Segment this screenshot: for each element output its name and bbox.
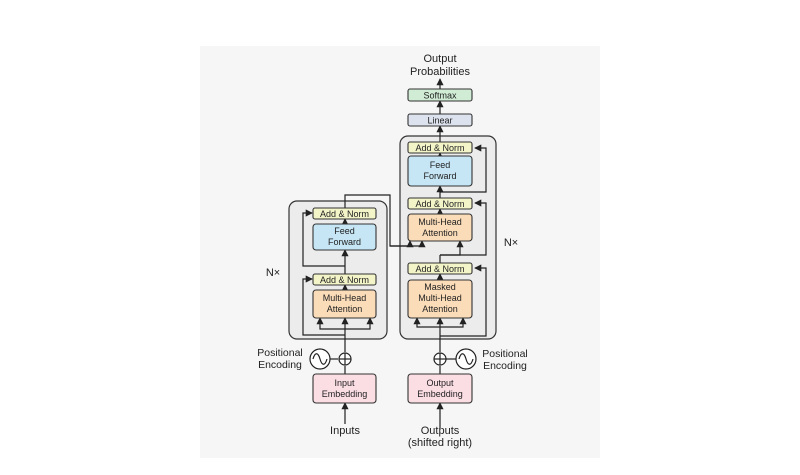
encoder-add-norm-1: Add & Norm	[312, 273, 377, 286]
encoder-positional-label: Positional	[257, 347, 303, 359]
svg-text:Add & Norm: Add & Norm	[415, 199, 464, 209]
svg-text:Multi-Head: Multi-Head	[323, 293, 367, 303]
output-probabilities-label-2: Probabilities	[410, 66, 470, 78]
svg-text:Embedding: Embedding	[322, 389, 368, 399]
svg-text:Masked: Masked	[424, 282, 456, 292]
decoder-adder	[433, 352, 447, 366]
decoder-positional-label: Positional	[482, 348, 528, 360]
softmax-box: Softmax	[407, 88, 473, 102]
input-embedding: Input Embedding	[312, 373, 377, 404]
svg-text:Output: Output	[426, 378, 454, 388]
svg-text:Attention: Attention	[422, 304, 458, 314]
output-probabilities-label: Output	[423, 53, 456, 65]
encoder-adder	[338, 352, 352, 366]
decoder-masked-multi-head-attention: Masked Multi-Head Attention	[407, 279, 473, 319]
svg-text:Multi-Head: Multi-Head	[418, 293, 462, 303]
decoder-add-norm-3: Add & Norm	[407, 141, 473, 154]
svg-text:Forward: Forward	[423, 171, 456, 181]
svg-text:Feed: Feed	[334, 226, 355, 236]
outputs-label: Outputs	[421, 425, 460, 437]
encoder-repeat-label: N×	[266, 267, 280, 279]
decoder-sine-icon	[446, 348, 477, 370]
svg-text:Linear: Linear	[427, 116, 452, 126]
decoder-repeat-label: N×	[504, 237, 518, 249]
encoder-multi-head-attention: Multi-Head Attention	[312, 289, 377, 319]
decoder-add-norm-2: Add & Norm	[407, 197, 473, 210]
svg-text:Attention: Attention	[327, 304, 363, 314]
svg-text:Multi-Head: Multi-Head	[418, 217, 462, 227]
svg-text:Attention: Attention	[422, 228, 458, 238]
decoder-multi-head-attention: Multi-Head Attention	[407, 213, 473, 242]
svg-text:Feed: Feed	[430, 160, 451, 170]
connections	[302, 78, 487, 428]
decoder-feed-forward: Feed Forward	[407, 155, 473, 187]
encoder-sine-icon	[309, 348, 338, 370]
encoder-add-norm-2: Add & Norm	[312, 207, 377, 220]
encoder-feed-forward: Feed Forward	[312, 223, 377, 251]
encoder-positional-label-2: Encoding	[258, 359, 302, 371]
svg-text:Add & Norm: Add & Norm	[320, 275, 369, 285]
svg-text:Softmax: Softmax	[423, 91, 457, 101]
decoder-add-norm-1: Add & Norm	[407, 262, 473, 275]
svg-text:Forward: Forward	[328, 237, 361, 247]
svg-text:Input: Input	[334, 378, 355, 388]
svg-text:Add & Norm: Add & Norm	[415, 264, 464, 274]
inputs-label: Inputs	[330, 425, 360, 437]
outputs-shifted-label: (shifted right)	[408, 437, 472, 449]
svg-text:Add & Norm: Add & Norm	[320, 209, 369, 219]
svg-text:Add & Norm: Add & Norm	[415, 143, 464, 153]
output-embedding: Output Embedding	[407, 373, 473, 404]
svg-text:Embedding: Embedding	[417, 389, 463, 399]
decoder-positional-label-2: Encoding	[483, 360, 527, 372]
linear-box: Linear	[407, 113, 473, 127]
